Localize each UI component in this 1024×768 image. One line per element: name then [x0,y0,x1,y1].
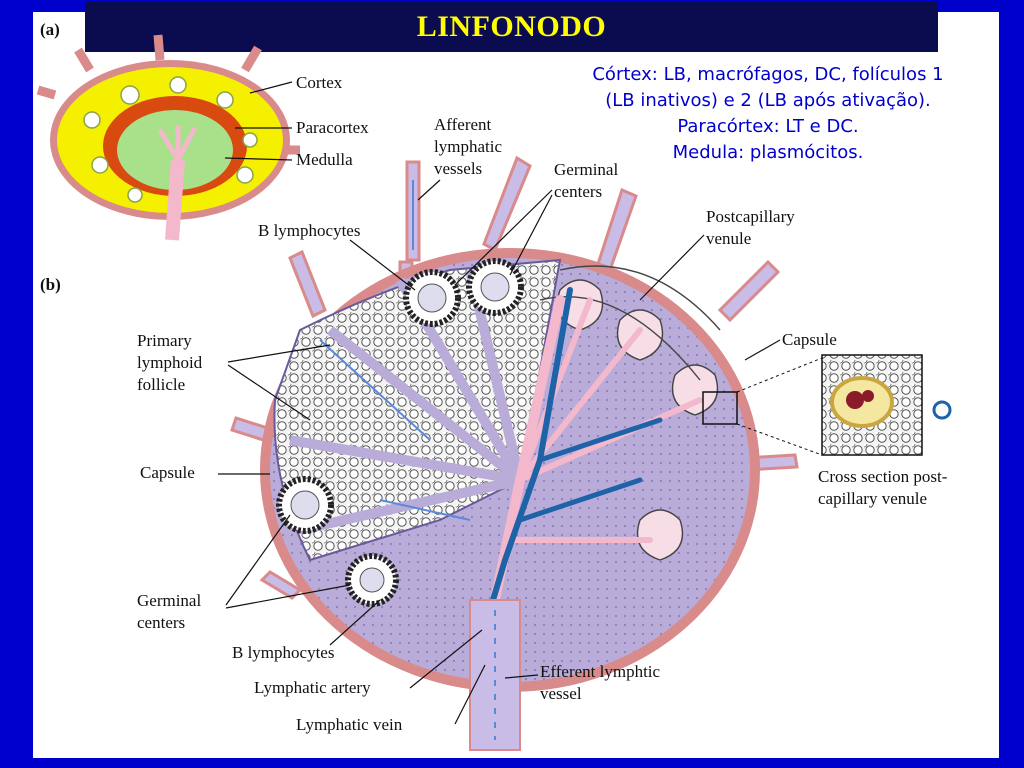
slide-title: LINFONODO [416,10,607,43]
label-medulla: Medulla [296,150,353,169]
note-line-2: (LB inativos) e 2 (LB após ativação). [605,90,931,111]
label-afferent-3: vessels [434,159,482,178]
label-b-lymphocytes-top: B lymphocytes [258,221,360,240]
panel-b-tag: (b) [40,275,61,294]
label-lymphatic-vein: Lymphatic vein [296,715,403,734]
note-line-1: Córtex: LB, macrófagos, DC, folículos 1 [592,64,944,85]
node-a-medulla [117,110,233,190]
label-germinal-top-1: Germinal [554,160,618,179]
label-primary-1: Primary [137,331,192,350]
label-paracortex: Paracortex [296,118,369,137]
label-b-lymphocytes-bottom: B lymphocytes [232,643,334,662]
inset-box [702,391,738,425]
label-lymphatic-artery: Lymphatic artery [254,678,371,697]
panel-b: (b) [40,115,952,751]
label-primary-3: follicle [137,375,185,394]
label-efferent-2: vessel [540,684,582,703]
efferent-vessel [469,599,521,751]
label-germinal-bottom-2: centers [137,613,185,632]
label-cross-section-2: capillary venule [818,489,927,508]
label-cortex: Cortex [296,73,343,92]
notes-block: Córtex: LB, macrófagos, DC, folículos 1 … [528,62,1008,166]
label-postcapillary-1: Postcapillary [706,207,795,226]
title-bar: LINFONODO [85,2,938,52]
label-capsule-right: Capsule [782,330,837,349]
label-capsule-left: Capsule [140,463,195,482]
panel-a-tag: (a) [40,20,60,39]
label-efferent-1: Efferent lymphtic [540,662,661,681]
label-postcapillary-2: venule [706,229,751,248]
medullary-cords [539,265,721,561]
note-line-4: Medula: plasmócitos. [672,142,864,163]
label-cross-section-1: Cross section post- [818,467,948,486]
germinal-centers [276,258,524,607]
label-germinal-bottom-1: Germinal [137,591,201,610]
label-afferent-2: lymphatic [434,137,502,156]
label-germinal-top-2: centers [554,182,602,201]
label-afferent-1: Afferent [434,115,492,134]
label-primary-2: lymphoid [137,353,203,372]
note-line-3: Paracórtex: LT e DC. [677,116,859,137]
panel-a: (a) Cortex Paracortex Medulla [36,20,369,241]
